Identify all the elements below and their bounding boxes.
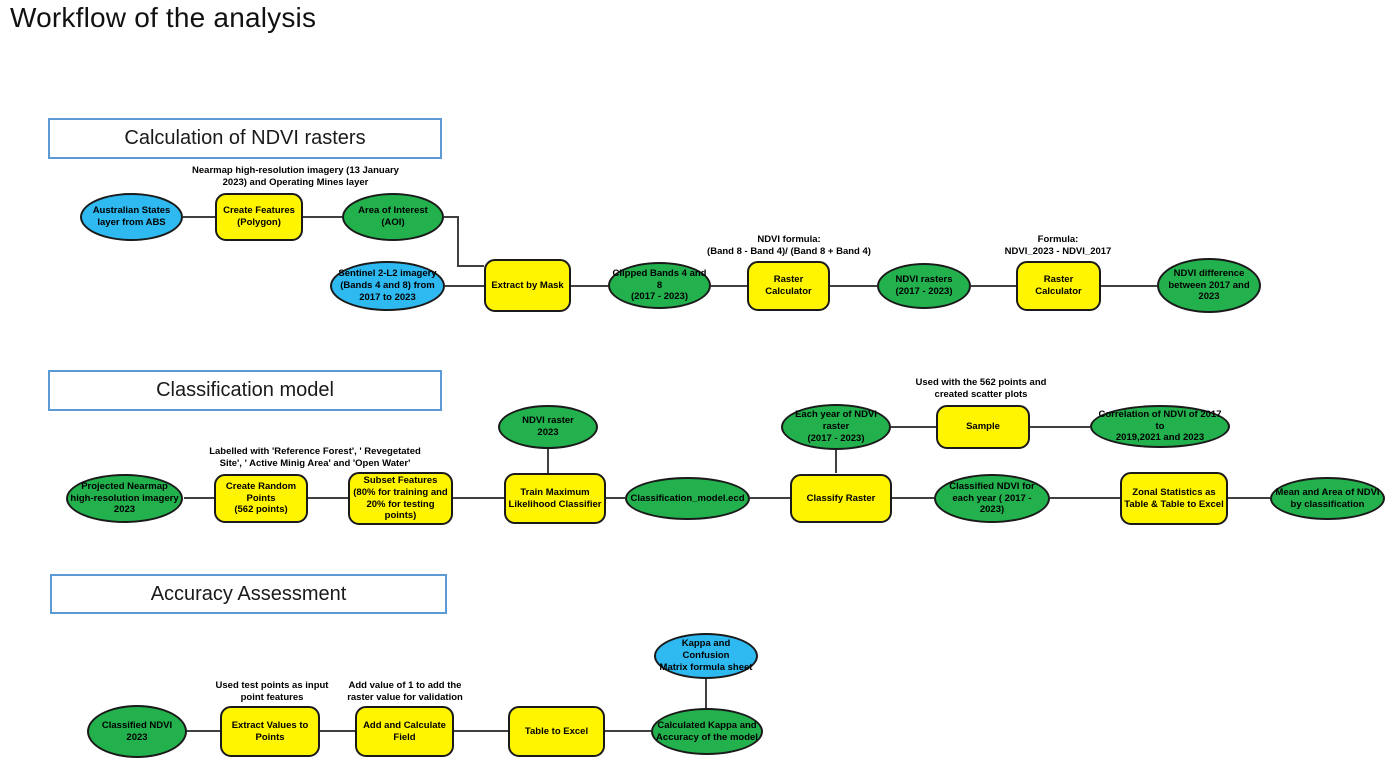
node-create-random-points: Create Random Points (562 points) (214, 474, 308, 523)
node-add-calculate-field: Add and Calculate Field (355, 706, 454, 757)
node-zonal-statistics: Zonal Statistics as Table & Table to Exc… (1120, 472, 1228, 525)
node-extract-values: Extract Values to Points (220, 706, 320, 757)
node-australian-states: Australian States layer from ABS (80, 193, 183, 241)
annotation-test-points: Used test points as input point features (215, 680, 329, 704)
section-header-ndvi: Calculation of NDVI rasters (48, 118, 442, 159)
section-header-classification: Classification model (48, 370, 442, 411)
annotation-nearmap: Nearmap high-resolution imagery (13 Janu… (192, 165, 399, 189)
node-calculated-kappa: Calculated Kappa and Accuracy of the mod… (651, 708, 763, 755)
node-classified-each-year: Classified NDVI for each year ( 2017 - 2… (934, 474, 1050, 523)
node-table-to-excel: Table to Excel (508, 706, 605, 757)
connector (444, 216, 484, 267)
node-projected-nearmap: Projected Nearmap high-resolution imager… (66, 474, 183, 523)
annotation-diff-formula: Formula: NDVI_2023 - NDVI_2017 (1004, 234, 1112, 258)
node-classified-ndvi-2023: Classified NDVI 2023 (87, 705, 187, 758)
node-sample: Sample (936, 405, 1030, 449)
node-ndvi-rasters: NDVI rasters (2017 - 2023) (877, 263, 971, 309)
node-raster-calculator-1: Raster Calculator (747, 261, 830, 311)
node-mean-area-ndvi: Mean and Area of NDVI by classification (1270, 477, 1385, 520)
page-title: Workflow of the analysis (10, 2, 317, 33)
section-header-accuracy: Accuracy Assessment (50, 574, 447, 614)
node-kappa-sheet: Kappa and Confusion Matrix formula sheet (654, 633, 758, 679)
node-ndvi-difference: NDVI difference between 2017 and 2023 (1157, 258, 1261, 313)
node-classify-raster: Classify Raster (790, 474, 892, 523)
node-ndvi-raster-2023: NDVI raster 2023 (498, 405, 598, 449)
node-each-year-ndvi: Each year of NDVI raster (2017 - 2023) (781, 404, 891, 450)
annotation-labelled: Labelled with 'Reference Forest', ' Reve… (209, 446, 421, 470)
node-clipped-bands: Clipped Bands 4 and 8 (2017 - 2023) (608, 262, 711, 309)
node-sentinel-imagery: Sentinel 2-L2 imagery (Bands 4 and 8) fr… (330, 261, 445, 311)
node-create-features: Create Features (Polygon) (215, 193, 303, 241)
node-raster-calculator-2: Raster Calculator (1016, 261, 1101, 311)
node-train-max-likelihood: Train Maximum Likelihood Classifier (504, 473, 606, 524)
annotation-sample-note: Used with the 562 points and created sca… (915, 377, 1047, 401)
node-area-of-interest: Area of Interest (AOI) (342, 193, 444, 241)
node-correlation: Correlation of NDVI of 2017 to 2019,2021… (1090, 405, 1230, 448)
annotation-ndvi-formula: NDVI formula: (Band 8 - Band 4)/ (Band 8… (707, 234, 871, 258)
node-subset-features: Subset Features (80% for training and 20… (348, 472, 453, 525)
node-extract-by-mask: Extract by Mask (484, 259, 571, 312)
node-classification-model-ecd: Classification_model.ecd (625, 477, 750, 520)
annotation-add-value: Add value of 1 to add the raster value f… (347, 680, 463, 704)
